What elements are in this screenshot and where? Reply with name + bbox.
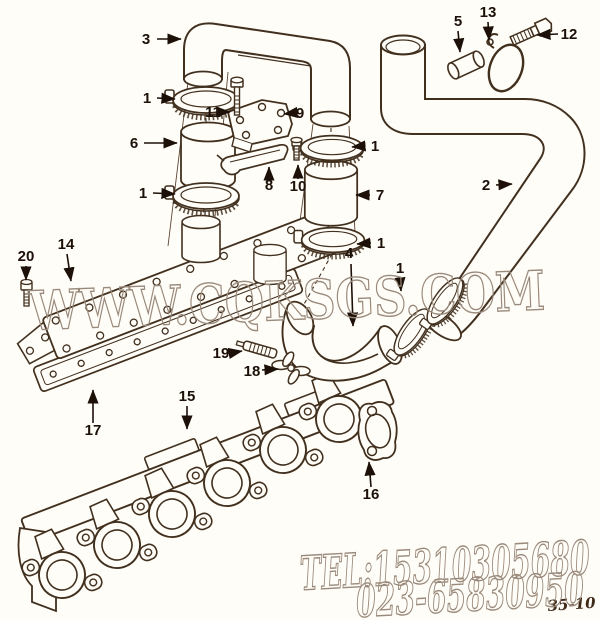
callout-arrow-1 [152,187,176,199]
callout-arrow-19 [227,347,243,359]
callout-number-1: 1 [371,138,379,155]
callout-arrow-16 [364,461,376,488]
part-1-clamp-c [293,136,363,165]
intake-stub-left [181,214,221,264]
watermark-site-text: WWW.CQKSGS.COM [27,258,546,343]
part-11-bolt [230,76,244,116]
callout-number-20: 20 [18,248,35,265]
part-19-stud [235,340,278,359]
callout-number-15: 15 [179,388,196,405]
part-8-support-strap [216,143,289,176]
callout-arrow-12 [536,28,559,40]
callout-number-19: 19 [213,345,230,362]
callout-number-3: 3 [142,31,150,48]
callout-number-17: 17 [85,422,102,439]
callout-number-12: 12 [561,26,578,43]
callout-number-6: 6 [130,135,138,152]
part-12-hex-bolt [509,17,553,47]
part-7-hose [303,159,359,227]
callout-arrow-5 [453,30,465,53]
callout-number-13: 13 [480,4,497,21]
callout-arrow-13 [482,21,494,41]
callout-number-9: 9 [296,105,304,122]
part-15-exhaust-manifold [11,362,395,615]
callout-number-11: 11 [205,104,221,121]
callout-arrow-1 [356,237,372,249]
part-13-retaining-clip [486,33,525,93]
callout-arrow-1 [394,277,406,292]
callout-number-7: 7 [376,187,384,204]
callout-number-1: 1 [143,90,151,107]
part-16-port-gasket [357,401,398,461]
part-10-plug [290,136,303,161]
callout-number-10: 10 [290,178,307,195]
callout-arrow-2 [495,179,513,191]
callout-number-4: 4 [345,245,354,262]
callout-number-18: 18 [244,363,261,380]
callout-arrow-18 [261,364,279,376]
callout-number-1: 1 [139,185,147,202]
callout-arrow-4 [346,263,359,327]
callout-number-16: 16 [363,486,380,503]
part-1-clamp-b [165,183,239,214]
callout-number-14: 14 [58,236,75,253]
callout-number-2: 2 [482,177,490,194]
callout-arrow-1 [156,92,176,104]
corner-code: 35-10 [547,594,597,615]
callout-number-1: 1 [377,235,385,252]
callout-number-5: 5 [454,13,462,30]
part-18-wing-nut [271,351,311,385]
callout-arrow-9 [283,106,299,119]
callout-arrow-14 [63,253,75,282]
callout-arrow-1 [351,140,366,152]
callout-number-1: 1 [396,260,404,277]
callout-number-8: 8 [265,177,273,194]
part-3-air-intake-connection [183,22,351,128]
part-6-hose [180,121,236,191]
part-5-spacer [447,50,485,80]
